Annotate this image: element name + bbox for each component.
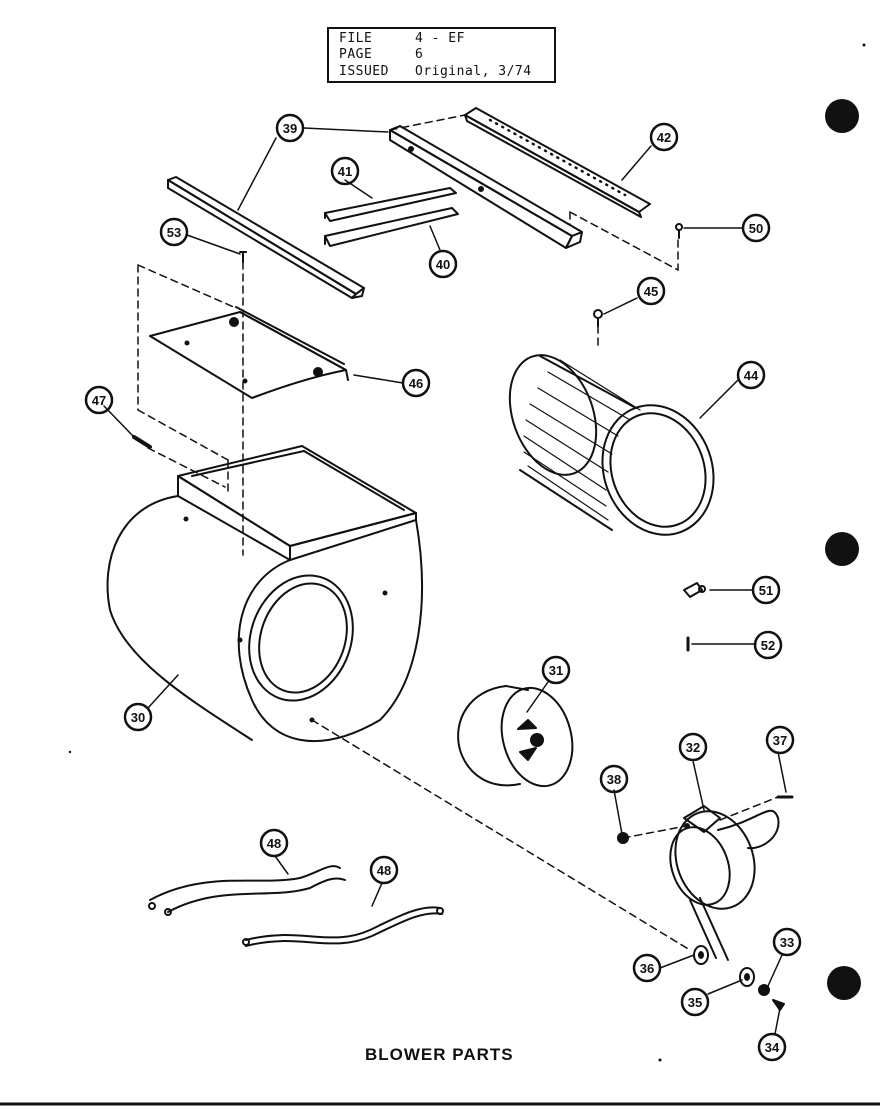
callout-53-label: 53 [167,225,181,240]
part-50-screw [675,223,683,239]
callout-52-circle: 52 [753,630,783,660]
callout-47-label: 47 [92,393,106,408]
part-53-screw [239,251,247,263]
part-47-pin [132,435,152,449]
page-value: 6 [415,47,424,62]
part-44-blower-wheel [508,354,715,536]
callout-50-circle: 50 [741,213,771,243]
callout-36-label: 36 [640,961,654,976]
file-row: FILE 4 - EF [339,31,465,46]
callout-33-circle: 33 [772,927,802,957]
callout-45-label: 45 [644,284,658,299]
issued-row: ISSUED Original, 3/74 [339,64,532,79]
drawing-caption: BLOWER PARTS [365,1045,514,1064]
callout-37-label: 37 [773,733,787,748]
issued-value: Original, 3/74 [415,64,532,79]
part-34-pin [772,999,785,1011]
callout-34-circle: 34 [757,1032,787,1062]
callout-30-label: 30 [131,710,145,725]
callout-33-label: 33 [780,935,794,950]
callout-48b-circle: 48 [369,855,399,885]
callout-44-label: 44 [744,368,759,383]
callouts: 39 41 40 42 50 53 45 46 44 47 51 52 31 3… [84,113,802,1062]
callout-48a-circle: 48 [259,828,289,858]
callout-52-label: 52 [761,638,775,653]
callout-51-label: 51 [759,583,773,598]
callout-45-circle: 45 [636,276,666,306]
part-35-bushing [739,967,755,987]
callout-46-label: 46 [409,376,423,391]
page-label: PAGE [339,47,373,62]
part-45-screw [593,309,603,327]
callout-41-label: 41 [338,164,352,179]
callout-42-label: 42 [657,130,671,145]
callout-32-circle: 32 [678,732,708,762]
binder-hole-top [825,99,859,133]
part-39-left-rail [167,176,365,299]
page-row: PAGE 6 [339,47,423,62]
callout-30-circle: 30 [123,702,153,732]
callout-53-circle: 53 [159,217,189,247]
callout-36-circle: 36 [632,953,662,983]
callout-42-circle: 42 [649,122,679,152]
callout-46-circle: 46 [401,368,431,398]
part-48-lead-upper [148,865,346,916]
callout-50-label: 50 [749,221,763,236]
callout-37-circle: 37 [765,725,795,755]
file-label: FILE [339,31,373,46]
part-32-motor-mount [669,805,780,961]
file-value: 4 - EF [415,31,465,46]
part-48-lead-lower [242,906,444,947]
part-30-blower-housing [106,445,423,742]
part-51-clip [683,582,706,598]
file-info-box: FILE 4 - EF PAGE 6 ISSUED Original, 3/74 [327,27,556,83]
callout-40-label: 40 [436,257,450,272]
part-40-strip [324,207,459,247]
speck [68,750,72,754]
issued-label: ISSUED [339,64,389,79]
callout-34-label: 34 [765,1040,780,1055]
binder-hole-bottom [827,966,861,1000]
callout-51-circle: 51 [751,575,781,605]
callout-38-label: 38 [607,772,621,787]
leader-lines [103,127,787,1035]
speck [658,1058,662,1062]
part-33-washer [758,984,770,996]
part-31-motor [457,685,574,788]
callout-31-label: 31 [549,663,563,678]
speck [862,43,866,47]
callout-41-circle: 41 [330,156,360,186]
callout-48b-label: 48 [377,863,391,878]
part-39-right-rail [389,125,583,249]
callout-48a-label: 48 [267,836,281,851]
callout-39-circle: 39 [275,113,305,143]
callout-44-circle: 44 [736,360,766,390]
part-41-strip [324,187,457,222]
callout-32-label: 32 [686,740,700,755]
part-36-washer [693,945,709,965]
callout-35-label: 35 [688,995,702,1010]
callout-35-circle: 35 [680,987,710,1017]
callout-40-circle: 40 [428,249,458,279]
part-42-strip [464,107,651,218]
binder-hole-middle [825,532,859,566]
callout-31-circle: 31 [541,655,571,685]
callout-38-circle: 38 [599,764,629,794]
callout-39-label: 39 [283,121,297,136]
assembly-lines [137,114,779,951]
part-46-panel [149,306,349,399]
callout-47-circle: 47 [84,385,114,415]
